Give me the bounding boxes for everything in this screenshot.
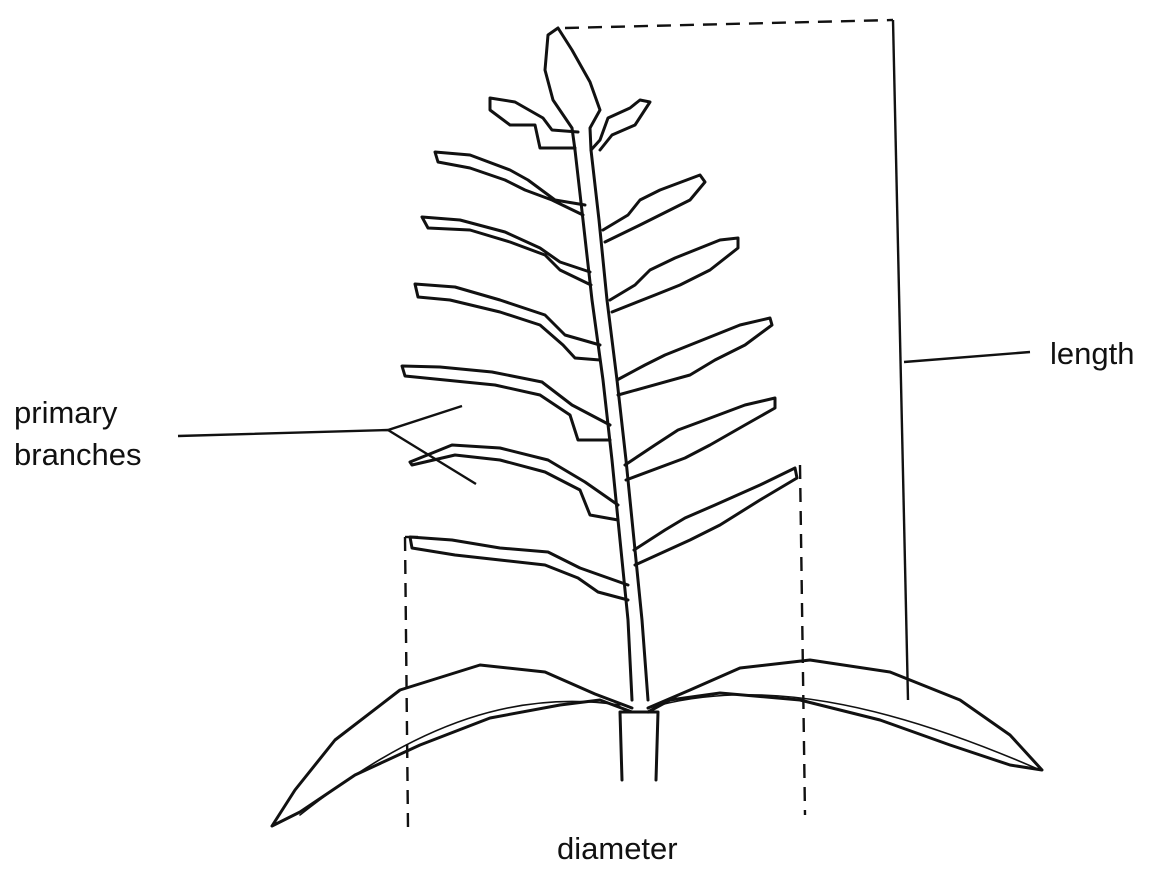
primary-branches-leader — [177, 404, 477, 486]
panicle-drawing — [270, 26, 1044, 828]
right-branch — [608, 236, 740, 314]
diameter-right-dashed-line — [798, 464, 807, 816]
length-top-dashed-line — [564, 18, 894, 30]
primary-branches-label-line1: primary — [14, 395, 118, 430]
left-branch — [408, 443, 620, 522]
length-label: length — [1050, 336, 1135, 371]
flag-leaves — [270, 658, 1044, 828]
left-leaf — [270, 663, 634, 828]
right-branch — [632, 466, 799, 567]
diameter-left-dashed-line — [403, 536, 410, 829]
culm-sheath — [618, 710, 660, 782]
length-leader-line — [903, 350, 1031, 364]
length-vertical-line — [891, 19, 910, 701]
left-branch — [413, 282, 602, 362]
top-spikelet — [543, 26, 602, 152]
main-stem — [573, 148, 650, 702]
right-branch — [615, 316, 774, 397]
dimension-lines — [177, 18, 1031, 829]
left-primary-branches — [400, 96, 630, 602]
left-branch — [408, 535, 630, 602]
right-leaf — [646, 658, 1044, 772]
right-branch — [601, 173, 707, 244]
left-branch — [400, 364, 612, 442]
right-branch — [623, 396, 777, 482]
left-leaf-midrib — [299, 700, 621, 816]
diameter-label: diameter — [557, 831, 678, 866]
left-branch — [433, 150, 587, 217]
left-branch — [420, 215, 593, 287]
right-leaf-midrib — [659, 693, 1041, 771]
right-branch — [589, 98, 652, 152]
primary-branches-label-line2: branches — [14, 437, 142, 472]
left-branch — [488, 96, 580, 150]
right-primary-branches — [589, 98, 799, 567]
